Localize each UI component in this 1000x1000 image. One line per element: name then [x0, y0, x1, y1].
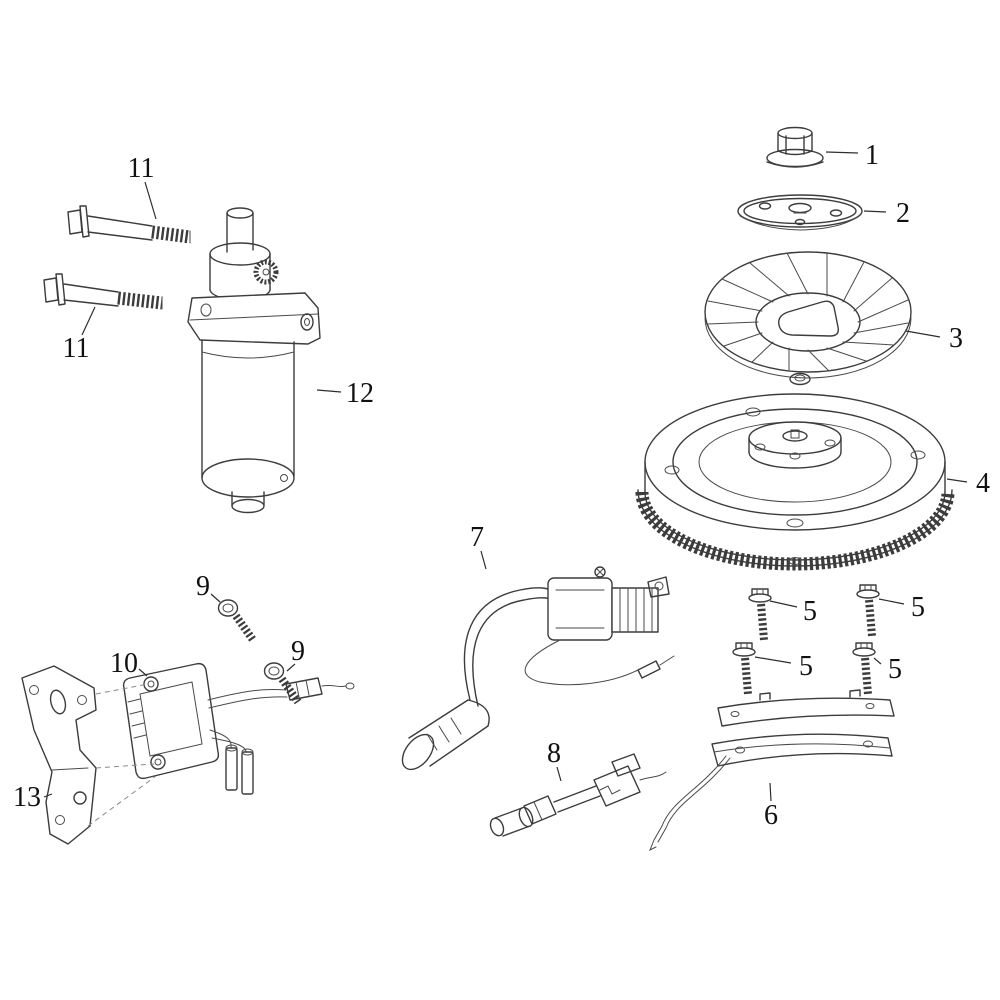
leader-line-10: [138, 668, 148, 677]
callout-2: 2: [896, 198, 910, 229]
leader-line-13: [43, 793, 53, 798]
callout-11a: 11: [128, 153, 155, 184]
leader-line-8: [556, 766, 562, 782]
callout-5b: 5: [911, 592, 925, 623]
leader-line-9a: [210, 593, 221, 603]
part-voltage-regulator: [122, 662, 355, 795]
callout-4: 4: [976, 468, 990, 499]
part-starter-cup-plate: [737, 194, 863, 231]
callout-1: 1: [865, 140, 879, 171]
part-flange-bolt-a: [748, 588, 772, 641]
leader-line-11b: [81, 306, 96, 336]
callout-9a: 9: [196, 571, 210, 602]
part-screw-a: [217, 599, 257, 643]
fan-blades: [707, 252, 909, 372]
callout-3: 3: [949, 323, 963, 354]
leader-line-12: [316, 389, 342, 393]
callout-12: 12: [346, 378, 374, 409]
callout-10: 10: [110, 648, 138, 679]
callout-5a: 5: [803, 596, 817, 627]
callout-8: 8: [547, 738, 561, 769]
leader-line-9b: [286, 663, 296, 672]
leader-line-1: [825, 151, 859, 154]
part-starter-motor: [187, 207, 321, 514]
leader-line-4: [946, 478, 968, 483]
part-flange-bolt-b: [856, 584, 880, 637]
part-flange-bolt-d: [852, 642, 876, 695]
leader-line-5a: [769, 600, 798, 608]
callout-6: 6: [764, 800, 778, 831]
leader-line-5c: [754, 656, 792, 664]
part-flywheel: [635, 393, 955, 571]
leader-line-11a: [144, 181, 157, 220]
part-oil-level-switch: [489, 753, 667, 837]
part-cooling-fan: [704, 251, 912, 386]
leader-line-6: [769, 782, 772, 802]
callout-13: 13: [13, 782, 41, 813]
part-flange-bolt-c: [732, 642, 756, 695]
callout-7: 7: [470, 522, 484, 553]
part-stator-plate-assembly: [649, 689, 895, 852]
callout-11b: 11: [63, 333, 90, 364]
part-bolt-b: [43, 273, 163, 310]
part-flange-nut: [766, 126, 824, 168]
leader-line-7: [480, 550, 487, 570]
leader-line-5d: [873, 657, 882, 665]
callout-5c: 5: [799, 651, 813, 682]
leader-line-5b: [878, 598, 905, 605]
part-mounting-bracket: [21, 665, 157, 845]
leader-line-2: [863, 210, 887, 213]
callout-9b: 9: [291, 636, 305, 667]
part-screw-b: [263, 662, 302, 705]
part-bolt-a: [67, 205, 191, 244]
callout-5d: 5: [888, 654, 902, 685]
part-ignition-coil: [401, 566, 675, 771]
leader-line-3: [905, 330, 941, 338]
